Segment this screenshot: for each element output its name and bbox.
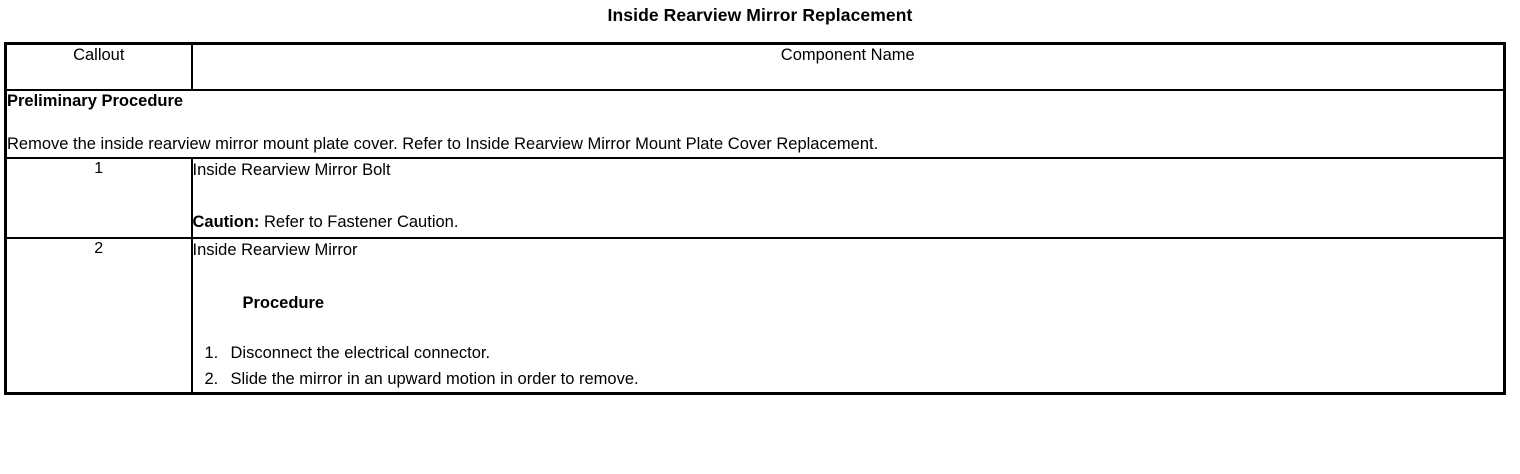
procedure-heading: Procedure <box>242 294 325 312</box>
caution-note-1: Caution: Refer to Fastener Caution. <box>193 211 1504 233</box>
component-table: Callout Component Name Preliminary Proce… <box>4 42 1506 395</box>
preliminary-procedure-text: Remove the inside rearview mirror mount … <box>7 135 879 153</box>
table-row: 1 Inside Rearview Mirror Bolt Caution: R… <box>4 157 1506 239</box>
table-row: 2 Inside Rearview Mirror Procedure 1. Di… <box>4 237 1506 395</box>
component-name-2: Inside Rearview Mirror <box>192 241 358 259</box>
callout-number-1: 1 <box>4 157 193 239</box>
page-title: Inside Rearview Mirror Replacement <box>607 5 913 25</box>
preliminary-procedure-cell: Preliminary Procedure Remove the inside … <box>4 89 1506 159</box>
caution-label: Caution: <box>192 213 260 231</box>
step-number: 1. <box>204 344 219 362</box>
table-header-row: Callout Component Name <box>4 42 1506 91</box>
preliminary-procedure-row: Preliminary Procedure Remove the inside … <box>4 89 1506 159</box>
header-callout: Callout <box>4 42 193 91</box>
header-component-name: Component Name <box>190 42 1506 91</box>
step-text: Slide the mirror in an upward motion in … <box>230 370 639 388</box>
list-item: 2. Slide the mirror in an upward motion … <box>193 366 1504 392</box>
step-text: Disconnect the electrical connector. <box>230 344 491 362</box>
list-item: 1. Disconnect the electrical connector. <box>193 340 1504 366</box>
component-name-1: Inside Rearview Mirror Bolt <box>192 161 391 179</box>
preliminary-procedure-heading: Preliminary Procedure <box>7 92 184 110</box>
callout-number-2: 2 <box>4 237 193 395</box>
component-cell-1: Inside Rearview Mirror Bolt Caution: Ref… <box>190 157 1506 239</box>
caution-text: Refer to Fastener Caution. <box>259 213 459 231</box>
step-number: 2. <box>204 370 219 388</box>
procedure-step-list: 1. Disconnect the electrical connector. … <box>193 340 1504 392</box>
component-cell-2: Inside Rearview Mirror Procedure 1. Disc… <box>190 237 1506 395</box>
